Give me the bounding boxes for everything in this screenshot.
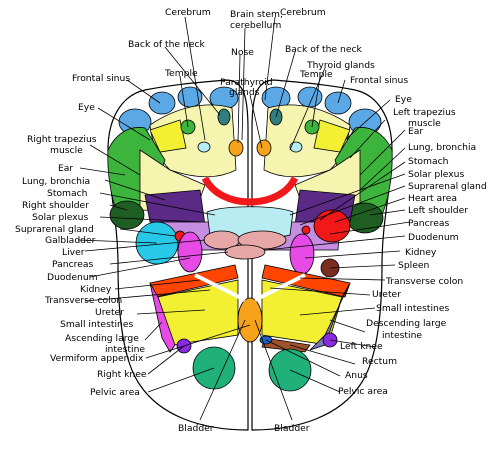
label-frontal-sinus-left: Frontal sinus bbox=[350, 75, 408, 86]
label-transverse-colon-right: Transverse colon bbox=[44, 295, 122, 306]
label-ascending-large-2: intestine bbox=[105, 344, 145, 355]
label-eye-right: Eye bbox=[78, 102, 95, 113]
label-thyroid: Thyroid glands bbox=[306, 60, 375, 71]
label-pelvic-right: Pelvic area bbox=[90, 387, 140, 398]
label-brain-stem: Brain stem, bbox=[230, 9, 283, 20]
label-pelvic-left: Pelvic area bbox=[338, 386, 388, 397]
label-back-neck-right: Back of the neck bbox=[128, 39, 206, 50]
label-ear-right: Ear bbox=[58, 163, 73, 174]
ureter-line-l bbox=[254, 273, 306, 302]
suprarenal-zone-l bbox=[301, 225, 311, 235]
label-temple-right: Temple bbox=[164, 68, 198, 79]
small-intestines-zone-l bbox=[261, 279, 343, 346]
right-shoulder-zone bbox=[109, 200, 145, 230]
pituitary-zone-r bbox=[197, 141, 211, 153]
label-bladder-left: Bladder bbox=[274, 423, 310, 434]
label-solar-plexus-right: Solar plexus bbox=[32, 212, 88, 223]
label-solar-plexus-left: Solar plexus bbox=[408, 169, 464, 180]
label-small-intestines-right: Small intestines bbox=[60, 319, 133, 330]
label-kidney-left: Kidney bbox=[405, 247, 437, 258]
label-suprarenal-left: Suprarenal gland bbox=[408, 181, 487, 192]
label-right-trapezius-1: Right trapezius bbox=[27, 134, 97, 145]
label-left-trapezius-1: Left trapezius bbox=[393, 107, 456, 118]
label-eye-left: Eye bbox=[395, 94, 412, 105]
label-stomach-left: Stomach bbox=[408, 156, 449, 167]
descending-large-intestine-zone bbox=[309, 282, 351, 351]
label-spleen: Spleen bbox=[398, 260, 430, 271]
label-galbladder: Galbladder bbox=[45, 235, 96, 246]
frontal-sinus-zone-r2 bbox=[148, 91, 176, 115]
label-parathyroid-1: Parathyroid bbox=[220, 77, 273, 88]
label-cerebrum-left: Cerebrum bbox=[280, 7, 326, 18]
label-lung-right: Lung, bronchia bbox=[22, 176, 90, 187]
leader-lines bbox=[77, 16, 411, 421]
label-right-shoulder: Right shoulder bbox=[22, 200, 89, 211]
ureter-line-r bbox=[194, 273, 246, 302]
label-left-knee: Left knee bbox=[340, 341, 383, 352]
label-ureter-left: Ureter bbox=[372, 289, 401, 300]
label-vermiform: Vermiform appendix bbox=[50, 353, 144, 364]
duodenum-zone bbox=[224, 244, 266, 260]
label-parathyroid-2: glands bbox=[229, 87, 260, 98]
label-back-neck-left: Back of the neck bbox=[285, 44, 363, 55]
heart-zone bbox=[313, 209, 351, 243]
ureter-zone bbox=[237, 297, 263, 343]
kidney-zone-l bbox=[289, 233, 315, 275]
eye-zone-left bbox=[313, 119, 351, 153]
label-right-trapezius-2: muscle bbox=[50, 145, 83, 156]
label-left-trapezius-2: muscle bbox=[408, 118, 441, 129]
label-frontal-sinus-right: Frontal sinus bbox=[72, 73, 130, 84]
back-neck-zone-r bbox=[217, 108, 231, 126]
label-kidney-right: Kidney bbox=[80, 284, 112, 295]
label-ear-left: Ear bbox=[408, 126, 423, 137]
label-pancreas-right: Pancreas bbox=[52, 259, 93, 270]
label-heart: Heart area bbox=[408, 193, 457, 204]
diaphragm-arc bbox=[201, 176, 299, 206]
label-duodenum-left: Duodenum bbox=[408, 232, 459, 243]
label-cerebrum-right: Cerebrum bbox=[165, 7, 211, 18]
label-duodenum-right: Duodenum bbox=[47, 272, 98, 283]
transverse-colon-zone-l bbox=[261, 264, 351, 298]
eye-zone-right bbox=[149, 119, 187, 153]
rectum-zone bbox=[261, 337, 311, 353]
label-descending-large-1: Descending large bbox=[366, 318, 447, 329]
label-rectum: Rectum bbox=[362, 356, 397, 367]
label-anus: Anus bbox=[345, 370, 368, 381]
label-lung-left: Lung, bronchia bbox=[408, 142, 476, 153]
pituitary-zone-l bbox=[289, 141, 303, 153]
label-ureter-right: Ureter bbox=[95, 307, 124, 318]
parathyroid-zone-r bbox=[228, 139, 244, 157]
label-suprarenal-right: Suprarenal gland bbox=[15, 224, 94, 235]
label-left-shoulder: Left shoulder bbox=[408, 205, 468, 216]
kidney-zone-r bbox=[177, 231, 203, 273]
labels: Cerebrum Brain stem, cerebellum Cerebrum… bbox=[15, 7, 487, 434]
label-temple-left: Temple bbox=[299, 69, 333, 80]
label-descending-large-2: intestine bbox=[382, 330, 422, 341]
label-ascending-large-1: Ascending large bbox=[65, 333, 139, 344]
parathyroid-zone-l bbox=[256, 139, 272, 157]
label-pancreas-left: Pancreas bbox=[408, 218, 449, 229]
label-nose: Nose bbox=[231, 47, 254, 58]
label-cerebellum: cerebellum bbox=[230, 20, 281, 31]
label-liver: Liver bbox=[62, 247, 85, 258]
label-transverse-colon-left: Transverse colon bbox=[385, 276, 463, 287]
label-bladder-right: Bladder bbox=[178, 423, 214, 434]
label-small-intestines-left: Small intestines bbox=[376, 303, 449, 314]
label-right-knee: Right knee bbox=[97, 369, 147, 380]
label-stomach-right: Stomach bbox=[47, 188, 88, 199]
